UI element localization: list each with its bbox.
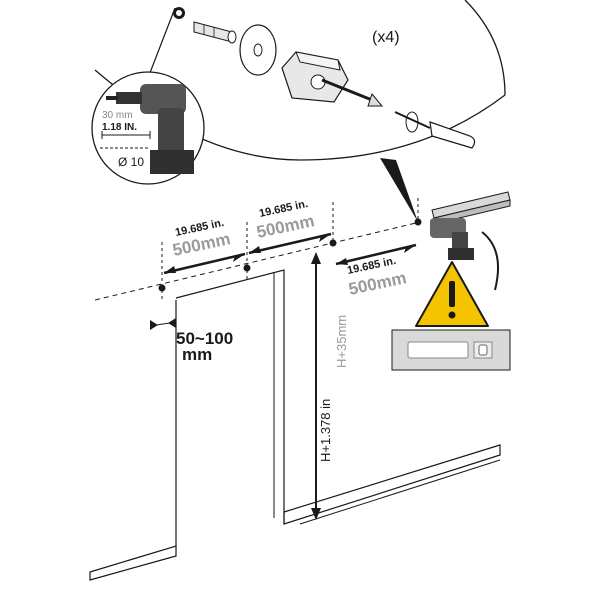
drill-point [158, 284, 166, 292]
bracket-block-icon [281, 51, 349, 103]
spirit-level-icon [391, 329, 511, 371]
drill-point [243, 264, 251, 272]
drill-point [414, 218, 422, 226]
height-in: H+1.378 in [318, 399, 333, 462]
cordless-drill-icon [430, 218, 474, 260]
dimension-lines [149, 198, 419, 520]
offset-unit: mm [182, 345, 212, 364]
drill-diameter: Ø 10 [118, 155, 144, 169]
warning-icon [415, 261, 489, 327]
origin-dot-icon [173, 7, 185, 19]
height-mm: H+35mm [334, 315, 349, 368]
drill-icon [106, 84, 194, 174]
drill-depth-mm: 30 mm [102, 110, 133, 121]
drill-detail-callout: 30 mm 1.18 IN. Ø 10 [91, 71, 205, 185]
quantity-label: (x4) [372, 29, 400, 46]
screwdriver-icon [394, 111, 476, 149]
washer-icon [239, 24, 277, 76]
drill-point [329, 239, 337, 247]
wall-outline [89, 221, 501, 581]
screw-icon [321, 78, 384, 107]
drill-points [158, 218, 422, 292]
drill-depth-in: 1.18 IN. [102, 122, 137, 133]
offset-range: 50~100 [176, 329, 233, 348]
wall-plug-icon [193, 21, 237, 44]
pointer-arrow [481, 231, 499, 291]
